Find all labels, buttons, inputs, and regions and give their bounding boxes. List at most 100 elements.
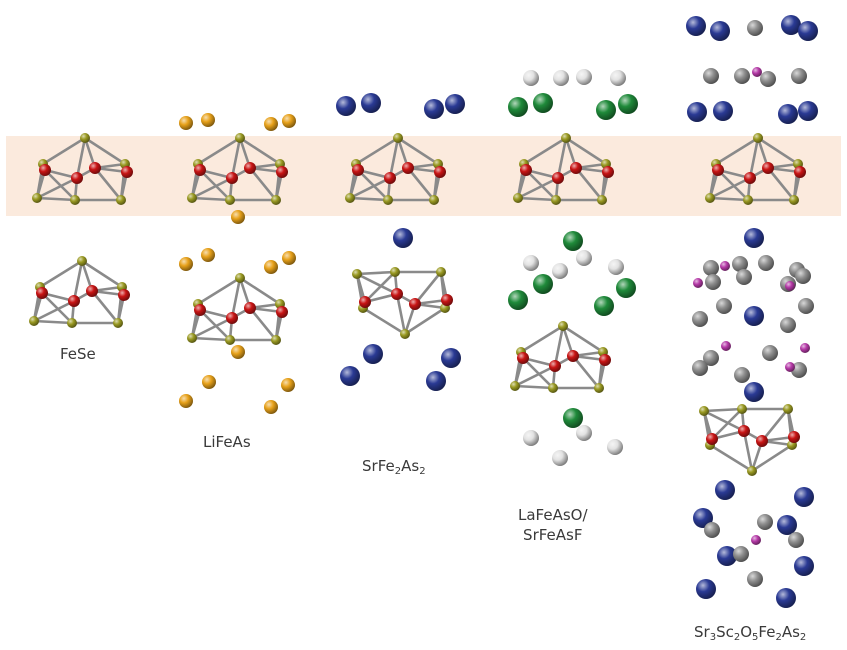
bond-line bbox=[702, 409, 746, 433]
bond-line bbox=[198, 168, 232, 202]
oxygen-atom bbox=[553, 70, 569, 86]
scandium-atom bbox=[703, 68, 719, 84]
formula-text: LaFeAsO/ bbox=[518, 506, 588, 524]
bond-line bbox=[522, 136, 568, 166]
lithium-atom bbox=[264, 260, 278, 274]
lithium-atom bbox=[264, 117, 278, 131]
scandium-atom bbox=[732, 256, 748, 272]
iron-atom bbox=[434, 166, 446, 178]
iron-atom bbox=[402, 162, 414, 174]
lithium-atom bbox=[281, 378, 295, 392]
iron-atom bbox=[86, 285, 98, 297]
bond-line bbox=[230, 136, 242, 180]
strontium-atom bbox=[744, 228, 764, 248]
bond-line bbox=[524, 168, 558, 202]
iron-atom bbox=[706, 433, 718, 445]
bond-line bbox=[513, 384, 555, 390]
bond-line bbox=[516, 196, 558, 202]
formula-subscript: 5 bbox=[752, 632, 759, 643]
bond-line bbox=[361, 306, 407, 336]
bond-line bbox=[354, 136, 400, 166]
iron-atom bbox=[89, 162, 101, 174]
scandium-atom bbox=[705, 274, 721, 290]
arsenic-atom bbox=[737, 404, 747, 414]
iron-atom bbox=[794, 166, 806, 178]
bond-line bbox=[396, 136, 440, 166]
arsenic-atom bbox=[400, 329, 410, 339]
scandium-atom bbox=[791, 362, 807, 378]
iron-atom bbox=[226, 172, 238, 184]
bond-line bbox=[395, 292, 407, 336]
formula-subscript: 2 bbox=[799, 632, 807, 643]
iron-atom bbox=[762, 162, 774, 174]
arsenic-atom bbox=[747, 466, 757, 476]
scandium-atom bbox=[733, 546, 749, 562]
oxygen-atom bbox=[523, 430, 539, 446]
formula-text: As bbox=[401, 457, 420, 475]
bond-line bbox=[230, 276, 242, 320]
bond-line bbox=[513, 364, 557, 388]
strontium-atom bbox=[445, 94, 465, 114]
bond-line bbox=[35, 196, 77, 202]
arsenic-atom bbox=[513, 193, 523, 203]
highlight-band bbox=[6, 136, 841, 216]
scandium-atom bbox=[791, 68, 807, 84]
arsenic-atom bbox=[594, 383, 604, 393]
iron-atom bbox=[602, 166, 614, 178]
lanthanum-atom bbox=[508, 290, 528, 310]
label-lafeaso-srfeasf: LaFeAsO/SrFeAsF bbox=[518, 505, 588, 545]
scandium-atom bbox=[795, 268, 811, 284]
oxygen-atom bbox=[576, 250, 592, 266]
arsenic-atom bbox=[551, 195, 561, 205]
bond-line bbox=[93, 166, 123, 202]
magenta-atom bbox=[785, 362, 795, 372]
magenta-atom bbox=[800, 343, 810, 353]
bond-line bbox=[521, 356, 555, 390]
iron-atom bbox=[570, 162, 582, 174]
scandium-atom bbox=[734, 367, 750, 383]
bond-line bbox=[750, 443, 794, 473]
oxygen-atom bbox=[607, 439, 623, 455]
bond-line bbox=[716, 168, 750, 202]
arsenic-atom bbox=[699, 406, 709, 416]
strontium-atom bbox=[696, 579, 716, 599]
bond-line bbox=[83, 136, 127, 166]
strontium-atom bbox=[776, 588, 796, 608]
scandium-atom bbox=[704, 522, 720, 538]
arsenic-atom bbox=[705, 193, 715, 203]
bond-line bbox=[40, 291, 74, 325]
strontium-atom bbox=[778, 104, 798, 124]
bond-line bbox=[363, 270, 397, 304]
bond-line bbox=[248, 306, 278, 342]
arsenic-atom bbox=[77, 256, 87, 266]
arsenic-atom bbox=[235, 273, 245, 283]
oxygen-atom bbox=[552, 450, 568, 466]
iron-atom bbox=[244, 162, 256, 174]
strontium-atom bbox=[687, 102, 707, 122]
oxygen-atom bbox=[576, 425, 592, 441]
bond-line bbox=[90, 289, 120, 325]
bond-line bbox=[574, 166, 604, 202]
magenta-atom bbox=[751, 535, 761, 545]
bond-line bbox=[702, 407, 744, 413]
bond-line bbox=[556, 136, 568, 180]
iron-atom bbox=[549, 360, 561, 372]
lanthanum-atom bbox=[618, 94, 638, 114]
bond-line bbox=[32, 299, 76, 323]
bond-line bbox=[756, 136, 800, 166]
bond-line bbox=[406, 166, 436, 202]
lithium-atom bbox=[179, 257, 193, 271]
arsenic-atom bbox=[70, 195, 80, 205]
magenta-atom bbox=[720, 261, 730, 271]
scandium-atom bbox=[716, 298, 732, 314]
label-srfe2as2: SrFe2As2 bbox=[362, 456, 426, 482]
oxygen-atom bbox=[523, 70, 539, 86]
arsenic-atom bbox=[789, 195, 799, 205]
magenta-atom bbox=[785, 281, 795, 291]
scandium-atom bbox=[703, 260, 719, 276]
arsenic-atom bbox=[271, 195, 281, 205]
lanthanum-atom bbox=[533, 274, 553, 294]
strontium-atom bbox=[441, 348, 461, 368]
iron-atom bbox=[121, 166, 133, 178]
bond-line bbox=[553, 324, 565, 368]
